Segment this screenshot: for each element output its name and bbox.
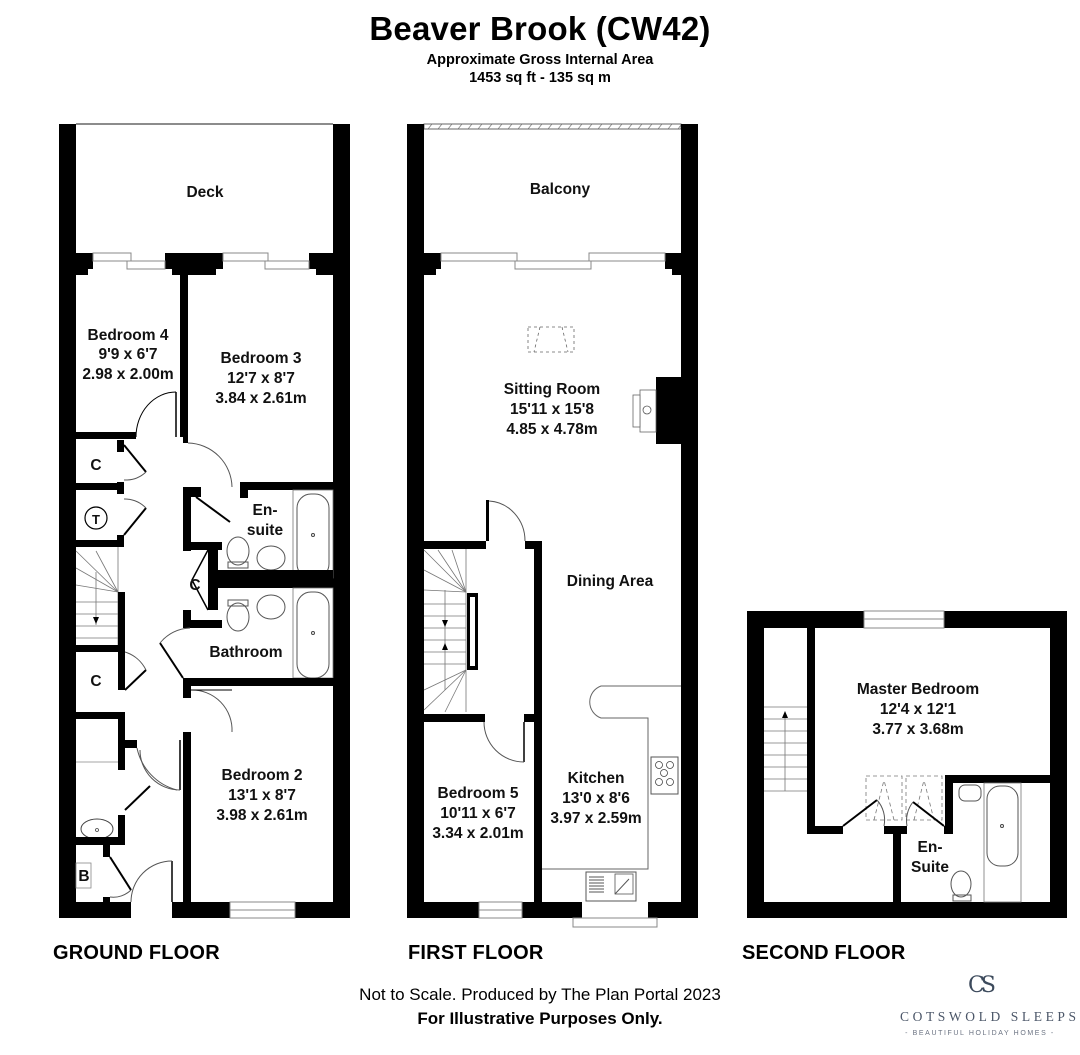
room-sitting-name: Sitting Room <box>504 381 600 398</box>
room-bedroom2-name: Bedroom 2 <box>222 767 303 784</box>
logo-monogram-icon: CS <box>968 973 996 998</box>
disclaimer: For Illustrative Purposes Only. <box>417 1009 663 1028</box>
room-deck-name: Deck <box>186 184 223 201</box>
room-ensuite-ground-name2: suite <box>247 522 284 539</box>
cupboard-marker-3: C <box>90 673 101 690</box>
second-floor-plan <box>747 610 1067 918</box>
tank-marker: T <box>92 512 100 527</box>
room-kitchen-metric: 3.97 x 2.59m <box>550 810 641 827</box>
room-ensuite-ground-name: En- <box>253 502 278 519</box>
room-master-metric: 3.77 x 3.68m <box>872 721 963 738</box>
room-master-name: Master Bedroom <box>857 681 979 698</box>
room-bedroom2-metric: 3.98 x 2.61m <box>216 807 307 824</box>
room-dining-name: Dining Area <box>567 573 654 590</box>
room-bedroom3-metric: 3.84 x 2.61m <box>215 390 306 407</box>
ground-floor-label: GROUND FLOOR <box>53 942 220 964</box>
room-bathroom-name: Bathroom <box>209 644 282 661</box>
scale-note: Not to Scale. Produced by The Plan Porta… <box>359 985 721 1004</box>
area-subtitle: Approximate Gross Internal Area <box>426 52 654 68</box>
area-value: 1453 sq ft - 135 sq m <box>469 70 611 86</box>
room-kitchen-imperial: 13'0 x 8'6 <box>562 790 630 807</box>
second-floor-label: SECOND FLOOR <box>742 942 906 964</box>
room-bedroom3-name: Bedroom 3 <box>221 350 302 367</box>
room-bedroom4-name: Bedroom 4 <box>88 327 169 344</box>
first-floor-plan <box>407 123 698 928</box>
ground-floor-plan <box>59 123 350 919</box>
room-bedroom4-metric: 2.98 x 2.00m <box>82 366 173 383</box>
room-bedroom3-imperial: 12'7 x 8'7 <box>227 370 295 387</box>
brand-logo: CS COTSWOLD SLEEPS - BEAUTIFUL HOLIDAY H… <box>900 973 1080 1038</box>
room-bedroom5-metric: 3.34 x 2.01m <box>432 825 523 842</box>
boiler-marker: B <box>78 868 89 885</box>
room-bedroom2-imperial: 13'1 x 8'7 <box>228 787 296 804</box>
plan-title: Beaver Brook (CW42) <box>369 10 711 47</box>
room-sitting-metric: 4.85 x 4.78m <box>506 421 597 438</box>
cupboard-marker-1: C <box>90 457 101 474</box>
room-bedroom4-imperial: 9'9 x 6'7 <box>98 346 157 363</box>
room-master-imperial: 12'4 x 12'1 <box>880 701 957 718</box>
room-balcony-name: Balcony <box>530 181 591 198</box>
room-labels: Deck Bedroom 4 9'9 x 6'7 2.98 x 2.00m Be… <box>78 181 979 885</box>
room-sitting-imperial: 15'11 x 15'8 <box>510 401 594 418</box>
room-bedroom5-imperial: 10'11 x 6'7 <box>440 805 515 822</box>
logo-brand-name: COTSWOLD SLEEPS <box>900 1009 1080 1024</box>
room-ensuite-second-name2: Suite <box>911 859 949 876</box>
room-kitchen-name: Kitchen <box>568 770 625 787</box>
room-ensuite-second-name: En- <box>918 839 943 856</box>
first-floor-label: FIRST FLOOR <box>408 942 544 964</box>
room-bedroom5-name: Bedroom 5 <box>438 785 519 802</box>
logo-tagline: - BEAUTIFUL HOLIDAY HOMES - <box>905 1030 1055 1037</box>
cupboard-marker-2: C <box>189 577 200 594</box>
